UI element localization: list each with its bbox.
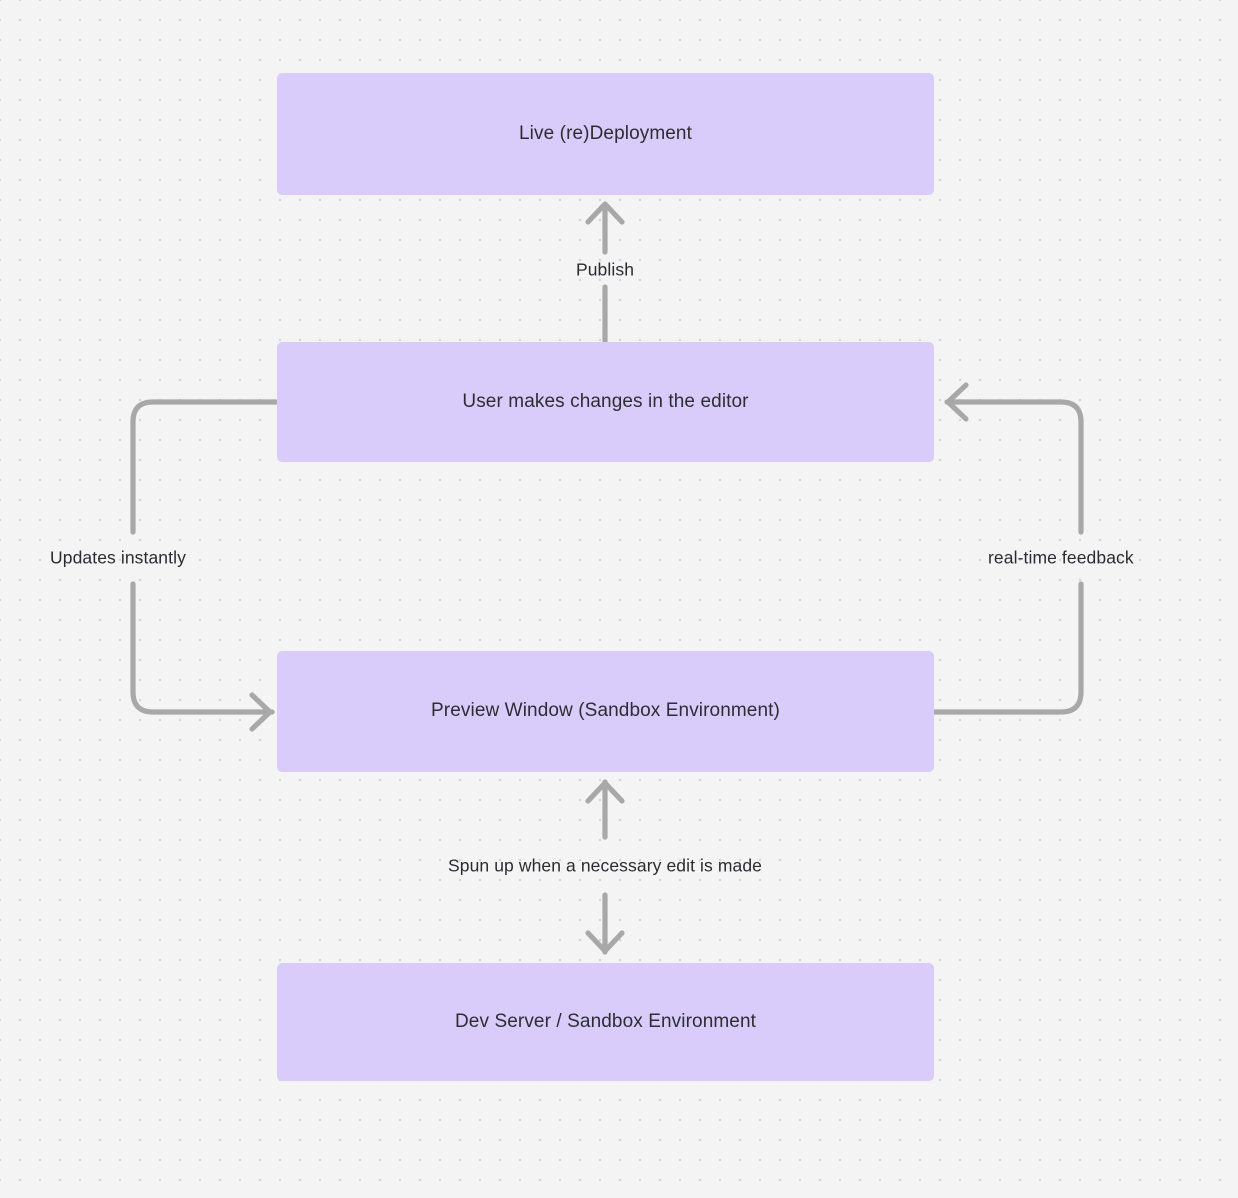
node-label-dev-server: Dev Server / Sandbox Environment (454, 1010, 756, 1032)
node-preview-window[interactable]: Preview Window (Sandbox Environment) (277, 651, 934, 772)
node-user-edits[interactable]: User makes changes in the editor (277, 342, 934, 462)
node-label-user-edits: User makes changes in the editor (462, 390, 749, 412)
edge-label-spun-up: Spun up when a necessary edit is made (447, 855, 763, 876)
edge-label-real-time-feedback: real-time feedback (988, 547, 1134, 568)
edge-label-publish: Publish (575, 259, 635, 280)
edge-label-updates-instantly: Updates instantly (50, 547, 186, 568)
node-label-live-deployment: Live (re)Deployment (519, 122, 692, 144)
node-live-deployment[interactable]: Live (re)Deployment (277, 73, 934, 195)
node-label-preview-window: Preview Window (Sandbox Environment) (431, 700, 780, 722)
node-dev-server[interactable]: Dev Server / Sandbox Environment (277, 963, 934, 1081)
